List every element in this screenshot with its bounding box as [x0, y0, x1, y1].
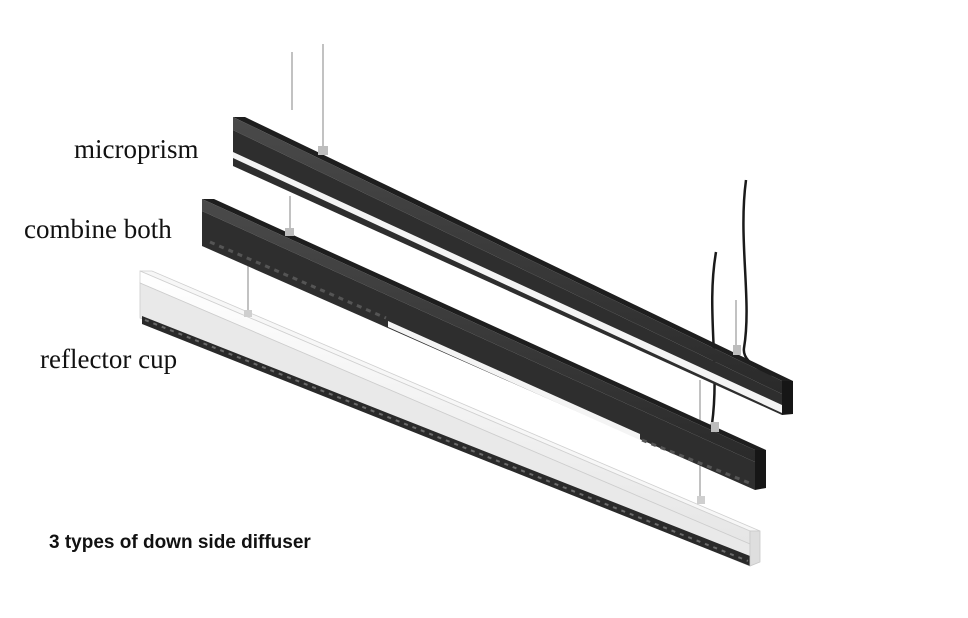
microprism-label: microprism	[74, 134, 199, 164]
combine-fixture	[202, 199, 766, 490]
reflector-cups-left	[209, 240, 387, 320]
combine-both-label: combine both	[24, 214, 172, 244]
reflector-cups	[144, 319, 749, 562]
power-cables	[710, 179, 773, 450]
reflector-cup-label: reflector cup	[40, 344, 178, 374]
reflector-fixture	[139, 270, 761, 567]
diffuser-caption: 3 types of down side diffuser	[49, 532, 311, 553]
microprism-fixture	[233, 117, 793, 415]
